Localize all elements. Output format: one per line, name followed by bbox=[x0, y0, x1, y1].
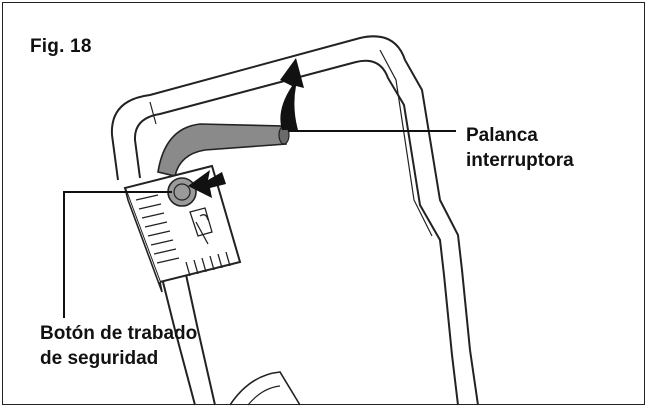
callout-lever-line1: Palanca bbox=[466, 125, 538, 146]
push-arrow-icon bbox=[188, 170, 226, 198]
handle-bar-seam bbox=[379, 49, 433, 237]
handle-tube-left-outer bbox=[159, 269, 196, 406]
figure-label: Fig. 18 bbox=[30, 36, 92, 57]
handle-tube-left-inner bbox=[184, 269, 216, 406]
handle-bar-inner bbox=[133, 59, 459, 406]
figure-frame bbox=[2, 2, 645, 405]
control-box-bottom-vents bbox=[185, 251, 231, 277]
handle-tube-bottom-curve bbox=[229, 371, 301, 406]
lock-symbol-icon bbox=[189, 207, 213, 245]
handle-tube-bottom-curve-2 bbox=[247, 385, 281, 406]
control-box-side bbox=[124, 187, 163, 293]
callout-lock-line1: Botón de trabado bbox=[40, 323, 198, 344]
handle-bar-outer bbox=[110, 35, 479, 406]
callout-line-lock-button bbox=[63, 191, 172, 318]
handle-grip-mark-left bbox=[149, 101, 157, 125]
callout-lock-line2: de seguridad bbox=[40, 348, 159, 369]
safety-lock-button bbox=[167, 177, 197, 207]
callout-lever-line2: interruptora bbox=[466, 150, 574, 171]
callout-lever-label: Palanca interruptora bbox=[466, 123, 574, 173]
switch-lever bbox=[157, 123, 287, 177]
control-box-vents bbox=[135, 194, 180, 264]
rotate-up-arrow-icon bbox=[280, 58, 304, 130]
safety-lock-button-ring bbox=[173, 183, 191, 201]
callout-lock-button-label: Botón de trabado de seguridad bbox=[40, 321, 197, 371]
